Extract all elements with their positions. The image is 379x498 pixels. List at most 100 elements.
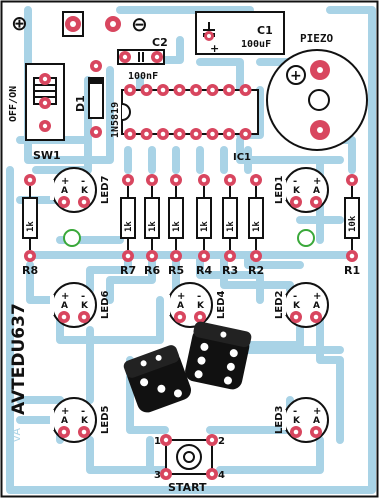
led-ref: LED6 [100,290,111,319]
svg-text:K: K [81,301,89,311]
svg-text:A: A [177,301,184,311]
led-led2: - + K A LED2 [274,282,329,328]
svg-text:+: + [290,68,302,84]
plus-terminal-symbol: ⊕ [11,11,28,35]
c1-value: 100uF [241,39,271,50]
c1-ref: C1 [257,24,273,37]
resistor-value: 10k [348,215,358,232]
svg-text:K: K [81,416,89,426]
resistor-value: 1k [200,221,210,232]
svg-text:-: - [293,291,297,302]
svg-text:A: A [313,186,320,196]
resistor-ref: R6 [144,264,160,277]
diode-d1: D1 1N5819 [74,60,121,138]
svg-text:-: - [81,291,85,302]
svg-text:3: 3 [154,470,161,481]
svg-text:+: + [177,291,185,302]
led-led4: + - A K LED4 [166,282,227,328]
resistor-value: 1k [148,221,158,232]
mounting-hole-right [297,229,315,247]
d1-ref: D1 [74,95,87,112]
resistor-value: 1k [124,221,134,232]
d1-value: 1N5819 [110,102,121,138]
switch-sw1: OFF/ON SW1 [8,63,65,162]
svg-text:+: + [61,291,69,302]
svg-text:+: + [313,291,321,302]
svg-text:-: - [293,406,297,417]
svg-text:A: A [61,301,68,311]
svg-text:1: 1 [154,436,161,447]
led-ref: LED2 [274,290,285,319]
c2-value: 100nF [128,71,158,82]
resistor-ref: R5 [168,264,184,277]
svg-text:K: K [293,186,301,196]
svg-text:-: - [197,291,201,302]
resistor-ref: R3 [222,264,238,277]
svg-text:-: - [81,176,85,187]
svg-text:+: + [61,406,69,417]
svg-text:4: 4 [218,470,225,481]
resistor-ref: R8 [22,264,38,277]
c2-ref: C2 [152,36,168,49]
piezo-buzzer: PIEZO + [266,32,368,151]
ic1-chip: IC1 [121,84,259,163]
svg-text:K: K [197,301,205,311]
resistor-ref: R4 [196,264,212,277]
svg-text:A: A [61,186,68,196]
switch-ref: SW1 [33,149,61,162]
resistor-value: 1k [252,221,262,232]
svg-text:+: + [313,406,321,417]
switch-label: OFF/ON [8,86,19,122]
led-ref: LED7 [100,175,111,204]
svg-text:-: - [293,176,297,187]
led-led1: - + K A LED1 [274,167,329,213]
resistor-value: 1k [26,221,36,232]
resistor-ref: R2 [248,264,264,277]
mirror-text: vA [10,427,23,442]
led-group: + - A K LED7 - + K A LED1 + - A K LED6 + - A K LED4 - + K A LED2… [50,167,329,443]
piezo-ref: PIEZO [300,32,333,45]
svg-text:K: K [81,186,89,196]
led-ref: LED4 [216,290,227,319]
led-led3: - + K A LED3 [274,397,329,443]
svg-text:A: A [313,301,320,311]
resistor-ref: R1 [344,264,360,277]
brand-text: AVTEDU637 [9,303,29,415]
led-led5: + - A K LED5 [50,397,111,443]
svg-text:+: + [61,176,69,187]
capacitor-c1: + C1 100uF [195,11,285,55]
start-button: 1 2 3 4 START [154,434,225,494]
led-ref: LED3 [274,405,285,434]
capacitor-c2: C2 100nF [117,36,168,82]
svg-text:-: - [81,406,85,417]
dice-icon [123,321,252,413]
svg-text:K: K [293,301,301,311]
led-ref: LED5 [100,405,111,434]
svg-text:+: + [313,176,321,187]
svg-text:A: A [313,416,320,426]
ic1-ref: IC1 [233,152,251,163]
start-label: START [168,481,207,494]
minus-terminal-symbol: ⊖ [131,12,148,36]
svg-text:+: + [210,42,219,55]
resistor-value: 1k [226,221,236,232]
led-ref: LED1 [274,175,285,204]
mounting-hole-left [63,229,81,247]
svg-text:A: A [61,416,68,426]
svg-text:K: K [293,416,301,426]
resistor-ref: R7 [120,264,136,277]
led-led6: + - A K LED6 [50,282,111,328]
led-led7: + - A K LED7 [50,167,111,213]
resistor-value: 1k [172,221,182,232]
